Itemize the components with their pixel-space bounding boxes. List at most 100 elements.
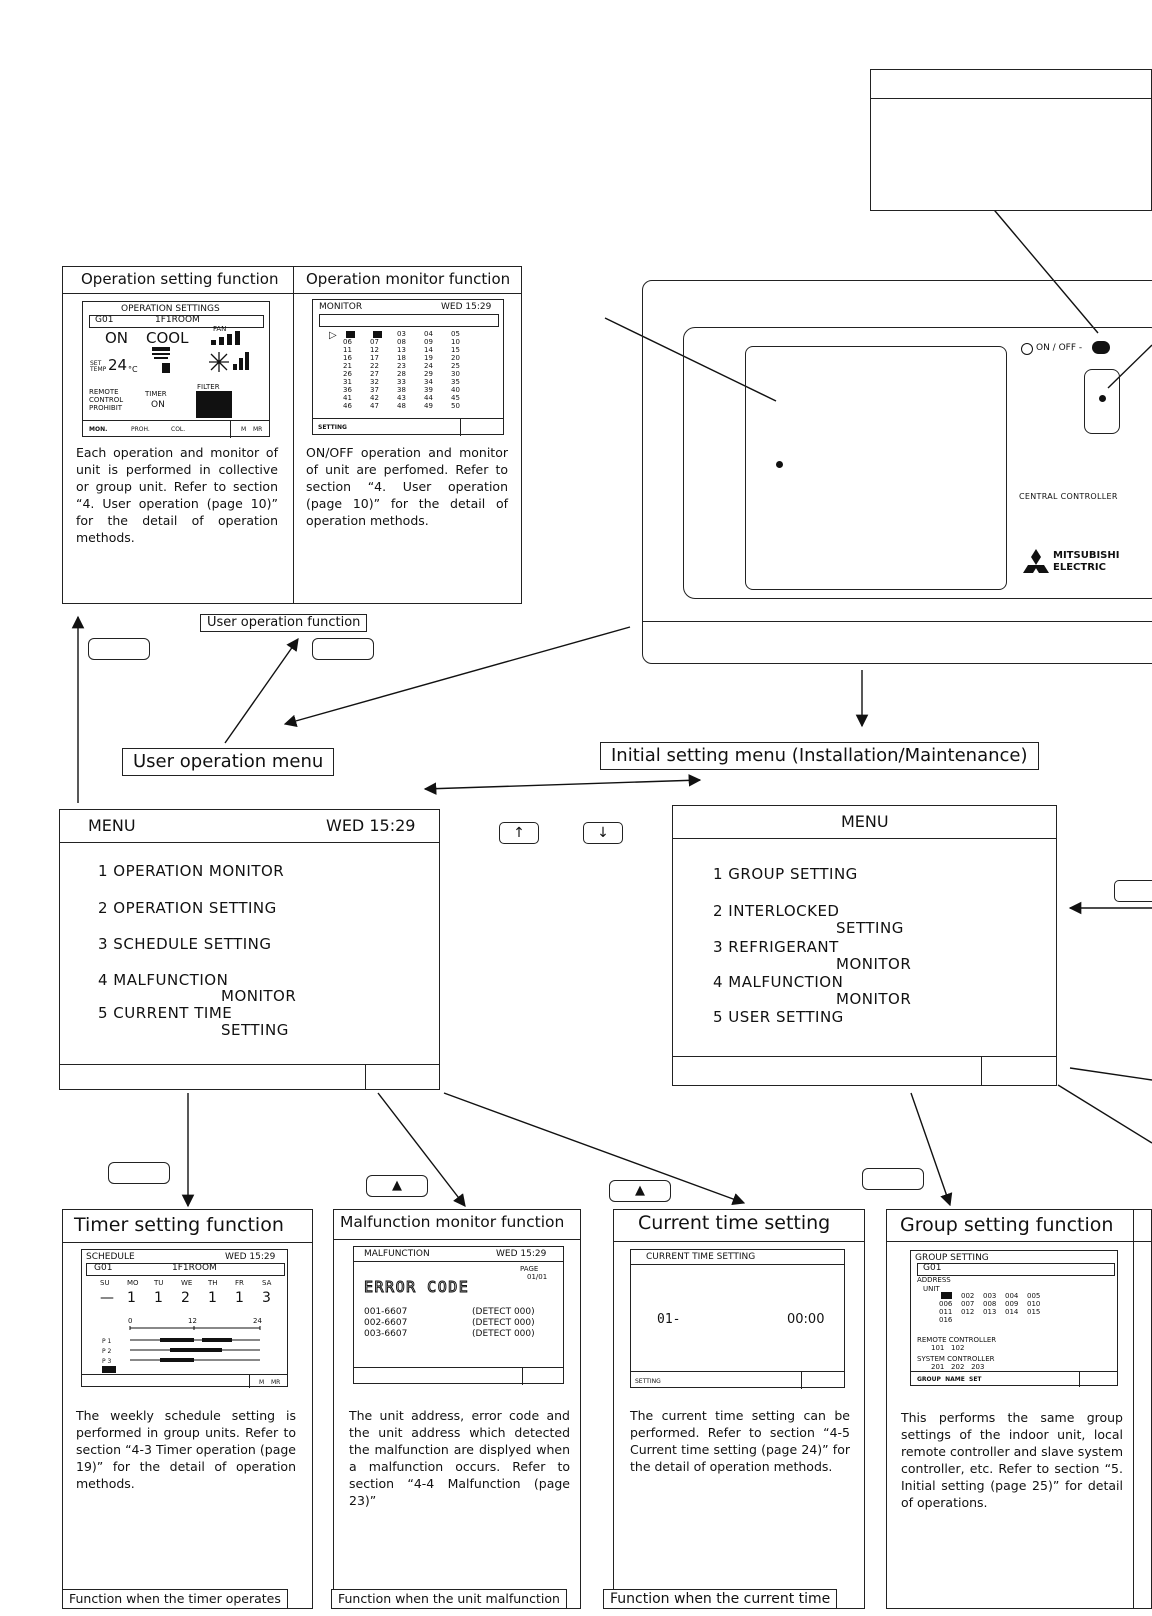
unit-selected-square [941, 1292, 952, 1299]
user-operation-function-label: User operation function [200, 614, 368, 632]
monitor-input-field [319, 314, 499, 327]
on-off-button[interactable] [1092, 341, 1110, 354]
side-button[interactable] [1084, 369, 1120, 434]
enter-button[interactable] [1114, 880, 1152, 902]
menu-item-malfunction-line2: MONITOR [221, 987, 297, 1005]
unit-number: 12 [370, 346, 379, 354]
unit-number: 23 [397, 362, 406, 370]
temp-unit: °C [128, 365, 138, 374]
controller-lcd-screen[interactable] [745, 346, 1007, 590]
menu-header-rule [60, 842, 439, 843]
down-arrow-button[interactable]: ↓ [583, 822, 623, 844]
cursor-icon: ▷ [329, 330, 337, 341]
controller-model-label: CENTRAL CONTROLLER [1019, 492, 1118, 501]
pointer-dot [776, 461, 783, 468]
menu-key-button[interactable] [88, 638, 150, 660]
triangle-up-button[interactable]: ▲ [609, 1180, 671, 1202]
screen-title: CURRENT TIME SETTING [646, 1252, 756, 1262]
unit-address: 011 [939, 1308, 953, 1316]
remote-controller-values: 101 102 [931, 1344, 965, 1352]
system-controller-label: SYSTEM CONTROLLER [917, 1355, 995, 1363]
malfunction-bottom-label: Function when the unit malfunction [331, 1589, 567, 1609]
menu-item-current-time[interactable]: 5 CURRENT TIME [98, 1004, 233, 1022]
unit-number: 24 [424, 362, 433, 370]
mitsubishi-logo-icon [1023, 549, 1049, 577]
page-label: PAGE [520, 1265, 539, 1273]
unit-address: 010 [1027, 1300, 1041, 1308]
current-time-screen: CURRENT TIME SETTING 01- 00:00 SETTING [630, 1249, 845, 1389]
timer-bottom-label: Function when the timer operates [62, 1589, 288, 1609]
error-code-heading: ERROR CODE [363, 1278, 470, 1297]
menu-key-button[interactable] [312, 638, 374, 660]
unit-number: 49 [424, 402, 433, 410]
unit-number: 25 [451, 362, 460, 370]
weekday-label: SU [100, 1279, 110, 1287]
weekday-label: TU [154, 1279, 164, 1287]
screen-footer-rule [313, 418, 503, 419]
unit-address: 002 [961, 1292, 975, 1300]
unit-number: 36 [343, 386, 352, 394]
unit-number: 19 [424, 354, 433, 362]
menu-footer-rule [673, 1056, 1056, 1057]
unit-address: 008 [983, 1300, 997, 1308]
menu-item-malfunction[interactable]: 4 MALFUNCTION [713, 973, 844, 991]
panel-right-divider [1133, 1210, 1134, 1608]
menu-item-interlocked[interactable]: 2 INTERLOCKED [713, 902, 840, 920]
unit-number: 29 [424, 370, 433, 378]
unit-number: 22 [370, 362, 379, 370]
brand-line1: MITSUBISHI [1053, 550, 1120, 561]
menu-item-schedule-setting[interactable]: 3 SCHEDULE SETTING [98, 935, 272, 953]
unit-number: 11 [343, 346, 352, 354]
footer-divider [249, 1374, 250, 1388]
error-row-code: 001-6607 [364, 1307, 408, 1317]
fan-label: FAN [213, 325, 227, 333]
axis-tick-0: 0 [128, 1317, 133, 1325]
screen-title: GROUP SETTING [915, 1253, 989, 1263]
footer-divider [1079, 1371, 1080, 1387]
unit-number: 47 [370, 402, 379, 410]
menu-key-button[interactable] [862, 1168, 924, 1190]
unit-number: 21 [343, 362, 352, 370]
unit-number: 17 [370, 354, 379, 362]
group-field [89, 315, 264, 328]
menu-key-button[interactable] [108, 1162, 170, 1184]
set-label: SET [90, 360, 102, 367]
unit-number: 41 [343, 394, 352, 402]
group-field [86, 1263, 285, 1276]
program-label-3: P 3 [102, 1358, 112, 1365]
triangle-up-button[interactable]: ▲ [366, 1175, 428, 1197]
unit-number: 34 [424, 378, 433, 386]
weekday-value: 1 [154, 1290, 163, 1306]
up-arrow-button[interactable]: ↑ [499, 822, 539, 844]
footer-mr: MR [253, 426, 263, 433]
room-name: 1F1ROOM [172, 1263, 217, 1273]
menu-title: MENU [841, 812, 889, 831]
footer-m: M [259, 1379, 265, 1386]
unit-square-2 [373, 331, 382, 338]
error-row-detect: (DETECT 000) [472, 1307, 535, 1317]
footer-col: COL. [171, 426, 186, 433]
menu-item-user-setting[interactable]: 5 USER SETTING [713, 1008, 844, 1026]
screen-footer-rule [354, 1367, 563, 1368]
menu-item-operation-setting[interactable]: 2 OPERATION SETTING [98, 899, 277, 917]
unit-number: 38 [397, 386, 406, 394]
note-box-divider [871, 98, 1151, 99]
menu-item-group-setting[interactable]: 1 GROUP SETTING [713, 865, 858, 883]
menu-item-malfunction[interactable]: 4 MALFUNCTION [98, 971, 229, 989]
unit-number: 46 [343, 402, 352, 410]
op-monitor-caption: ON∕OFF operation and monitor of unit are… [306, 445, 508, 528]
unit-number: 27 [370, 370, 379, 378]
timer-label: TIMER [145, 390, 167, 398]
menu-item-refrigerant[interactable]: 3 REFRIGERANT [713, 938, 839, 956]
menu-item-operation-monitor[interactable]: 1 OPERATION MONITOR [98, 862, 285, 880]
unit-number: 03 [397, 330, 406, 338]
op-setting-caption: Each operation and monitor of unit is pe… [76, 445, 278, 545]
unit-number: 08 [397, 338, 406, 346]
malfunction-caption: The unit address, error code and the uni… [349, 1408, 570, 1508]
unit-number: 15 [451, 346, 460, 354]
footer-divider [801, 1371, 802, 1389]
group-id: G01 [95, 315, 114, 325]
group-id: G01 [94, 1263, 113, 1273]
unit-address: 007 [961, 1300, 975, 1308]
on-off-label: ON / OFF - [1036, 343, 1083, 353]
